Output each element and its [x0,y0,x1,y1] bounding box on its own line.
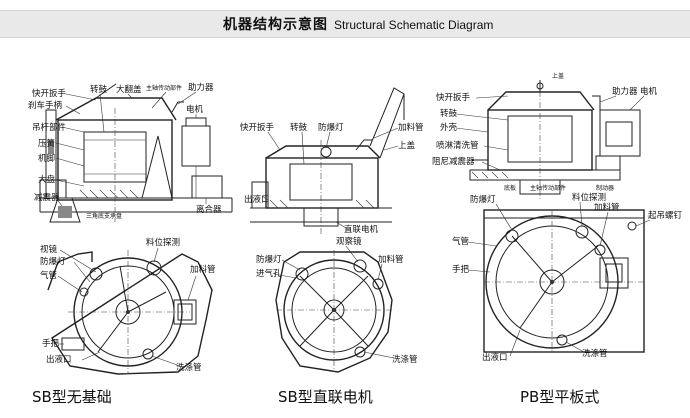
page-title: 机器结构示意图 Structural Schematic Diagram [223,14,493,34]
label-booster: 助力器 [188,82,214,93]
label-d-feed-pipe: 加料管 [398,122,424,133]
label-machine-foot: 机脚 [38,153,55,164]
pb-top-view [483,209,645,353]
label-brake-handle: 刹车手柄 [28,100,63,111]
label-tri-leg: 三角底支承盘 [86,212,122,220]
caption-pb-flat: PB型平板式 [520,388,600,406]
label-sight-glass: 视镜 [40,244,58,255]
caption-sb-direct: SB型直联电机 [278,388,373,406]
label-handle: 手把 [42,338,60,349]
label-wash-pipe: 洗涤管 [176,362,202,373]
label-p-motor: 电机 [640,86,658,97]
label-d-direct-motor: 直联电机 [344,224,379,235]
label-motor: 电机 [186,104,204,115]
label-feed-pipe: 加料管 [190,264,216,275]
label-p-spindle-drive: 主轴传动部件 [530,184,566,192]
label-p-booster: 助力器 [612,86,638,97]
label-d-explosion-lamp: 防爆灯 [318,122,344,133]
sb-direct-side-view [250,87,405,236]
label-dt-feed-pipe: 加料管 [378,254,404,265]
label-drum: 转鼓 [90,84,108,95]
label-dt-wash-pipe: 洗涤管 [392,354,418,365]
label-pt-level-probe: 料位探测 [572,192,606,203]
label-pt-explosion-lamp: 防爆灯 [470,194,496,205]
label-reducer: 减震器 [34,192,60,203]
label-p-quick-wrench: 快开扳手 [436,92,471,103]
label-p-brake: 制动器 [596,184,614,192]
label-clutch: 离合器 [196,204,222,215]
label-dt-explosion-lamp: 防爆灯 [256,254,282,265]
label-p-drum: 转鼓 [440,108,458,119]
label-d-outlet: 出液口 [244,194,270,205]
label-boom-parts: 吊杆部件 [32,122,67,133]
label-pt-outlet: 出液口 [482,352,508,363]
label-p-cover: 上盖 [552,72,564,80]
label-d-drum: 转鼓 [290,122,308,133]
header-bar [0,10,690,38]
label-d-top-cover: 上盖 [398,140,416,151]
label-dt-sight-glass: 观察镜 [336,236,362,247]
label-air-pipe: 气管 [40,270,57,281]
label-bottom-plate: 大盘 [38,174,56,185]
label-pt-feed-pipe: 加料管 [594,202,620,213]
sb-basic-top-view [47,250,213,375]
caption-sb-basic: SB型无基础 [32,388,112,406]
sb-direct-top-view [275,250,394,373]
title-english: Structural Schematic Diagram [334,18,494,32]
label-p-base-plate: 底板 [504,184,516,192]
label-spindle-drive: 主轴传动部件 [146,84,182,92]
label-pt-air-pipe: 气管 [452,236,469,247]
label-dt-inlet-hole: 进气孔 [256,268,282,279]
label-press-spring: 压簧 [38,138,56,149]
label-p-damper: 阻尼减震器 [432,156,475,167]
sb-basic-side-view [39,83,233,223]
label-d-quick-wrench: 快开扳手 [240,122,275,133]
label-p-spray-pipe: 喷淋清洗管 [436,140,479,151]
label-p-shell: 外壳 [440,122,458,133]
label-quick-wrench: 快开扳手 [32,88,67,99]
title-chinese: 机器结构示意图 [223,17,328,33]
label-outlet: 出液口 [46,354,72,365]
label-pt-wash-pipe: 洗涤管 [582,348,608,359]
pb-side-view [469,80,641,200]
label-pt-lifting-bolt: 起吊螺钉 [648,210,683,221]
label-big-cover: 大翻盖 [116,84,142,95]
label-explosion-lamp: 防爆灯 [40,256,66,267]
label-level-probe: 料位探测 [146,237,180,248]
label-pt-handle: 手把 [452,264,470,275]
